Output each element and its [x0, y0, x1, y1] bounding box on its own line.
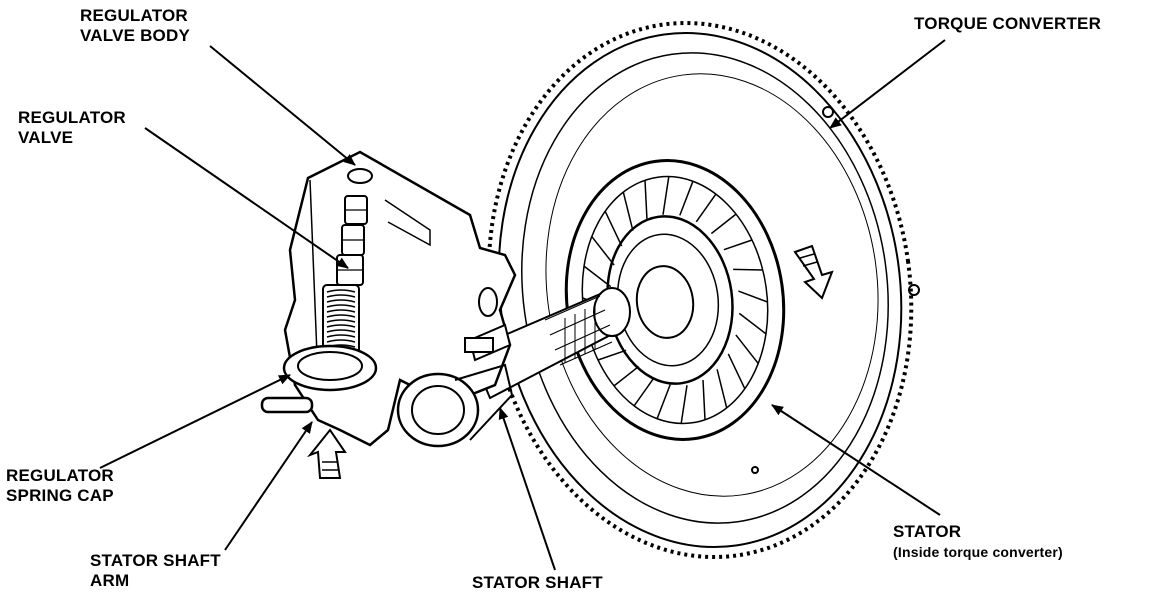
stator-shaft-arm	[260, 363, 514, 448]
leader-lines	[99, 39, 946, 571]
label-regulator-valve-body: REGULATOR VALVE BODY	[80, 6, 190, 46]
label-regulator-valve-line1: REGULATOR	[18, 108, 126, 127]
label-stator-shaft: STATOR SHAFT	[472, 573, 603, 592]
label-regulator-valve-body-line2: VALVE BODY	[80, 26, 190, 45]
leader-regulator-spring-cap	[99, 374, 291, 469]
rotation-arrow-stator	[793, 244, 834, 300]
label-stator-note: (Inside torque converter)	[893, 544, 1063, 560]
force-arrow-arm	[306, 428, 347, 479]
label-stator-shaft-arm-line2: ARM	[90, 571, 130, 590]
label-torque-converter: TORQUE CONVERTER	[914, 14, 1102, 33]
label-regulator-spring-cap-line1: REGULATOR	[6, 466, 114, 485]
leader-stator-shaft-arm	[224, 421, 313, 551]
torque-converter	[486, 21, 920, 559]
label-stator: STATOR (Inside torque converter)	[893, 522, 1063, 562]
leader-regulator-valve-body	[209, 45, 356, 166]
label-stator-shaft-arm-line1: STATOR SHAFT	[90, 551, 221, 570]
label-regulator-valve-line2: VALVE	[18, 128, 74, 147]
leader-stator-shaft	[498, 407, 556, 571]
label-stator-line1: STATOR	[893, 522, 962, 541]
leader-stator	[771, 404, 941, 516]
regulator-spring-cap	[282, 344, 378, 392]
label-regulator-valve: REGULATOR VALVE	[18, 108, 126, 148]
leader-torque-converter	[829, 39, 946, 129]
label-regulator-spring-cap: REGULATOR SPRING CAP	[6, 466, 114, 506]
leader-regulator-valve	[144, 127, 349, 269]
label-stator-shaft-arm: STATOR SHAFT ARM	[90, 551, 221, 591]
label-regulator-valve-body-line1: REGULATOR	[80, 6, 188, 25]
label-regulator-spring-cap-line2: SPRING CAP	[6, 486, 114, 505]
